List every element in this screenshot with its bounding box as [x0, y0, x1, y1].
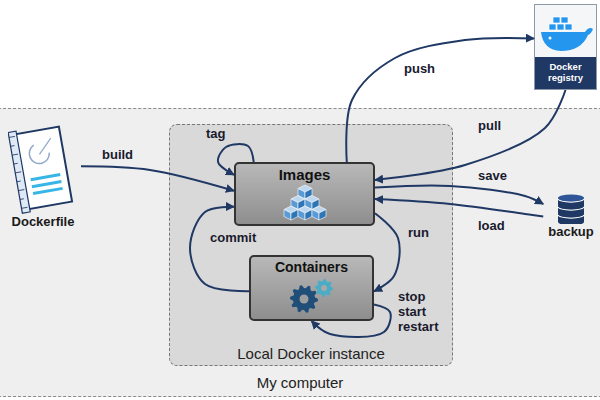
ruler-tick	[17, 181, 21, 183]
docker-whale-icon	[535, 5, 596, 57]
whale-container	[557, 24, 564, 30]
flow-arrow	[375, 199, 543, 216]
image-cubes-icon	[275, 183, 335, 223]
cube-left	[284, 210, 291, 221]
ruler-tick	[14, 163, 18, 165]
containers-box: Containers	[249, 255, 374, 321]
command-label: commit	[210, 231, 256, 246]
cube-right	[291, 210, 298, 221]
command-label: push	[404, 62, 435, 77]
cube-right	[319, 210, 326, 221]
flow-arrow	[375, 90, 566, 180]
node-label: Containers	[275, 259, 348, 275]
whale-eye	[549, 37, 552, 40]
cube-left	[312, 210, 319, 221]
gear-hole	[321, 285, 327, 291]
whale-container	[553, 17, 560, 23]
registry-box: Docker registry	[534, 4, 597, 90]
whale-container	[561, 17, 568, 23]
images-box: Images	[234, 162, 375, 226]
command-label: load	[478, 219, 505, 234]
command-label: pull	[478, 119, 501, 134]
flow-arrow	[375, 186, 543, 204]
ruler-tick	[15, 172, 21, 173]
gear	[315, 279, 333, 297]
ruler-tick	[20, 198, 24, 200]
flow-arrow	[346, 38, 534, 162]
command-label: stop start restart	[398, 290, 438, 335]
node-label: My computer	[257, 374, 344, 391]
dockerfile-icon: Dockerfile	[5, 115, 81, 229]
whale-body	[541, 28, 593, 51]
host-region: My computer DockerfileLocal Docker instan…	[0, 108, 600, 397]
database-icon	[555, 194, 587, 224]
sketch-line	[37, 138, 53, 154]
disk-rim	[558, 211, 584, 218]
whale-container	[565, 24, 572, 30]
flow-arrow	[190, 207, 249, 292]
gear-hole	[299, 295, 308, 304]
node-label: Docker registry	[535, 57, 596, 89]
disk-rim	[558, 219, 584, 225]
flow-arrow	[374, 213, 400, 291]
gears-icon	[277, 275, 347, 317]
ruler-tick	[11, 145, 15, 147]
disk-top	[558, 195, 584, 202]
node-label: backup	[548, 224, 594, 239]
text-line	[32, 180, 62, 188]
cube-left	[298, 210, 305, 221]
flow-arrow	[81, 166, 234, 191]
ruler-tick	[18, 190, 24, 191]
cube-right	[305, 210, 312, 221]
text-line	[30, 173, 60, 181]
disk-rim	[558, 203, 584, 210]
icon-holder	[555, 194, 587, 224]
command-label: save	[478, 169, 507, 184]
ruler-tick	[22, 207, 28, 208]
flow-arrow	[312, 305, 391, 338]
command-label: run	[408, 226, 429, 241]
node-label: Dockerfile	[12, 214, 75, 229]
command-label: tag	[206, 127, 226, 142]
node-label: Local Docker instance	[237, 345, 385, 362]
ruler	[8, 131, 30, 213]
icon-holder	[8, 124, 78, 214]
gear	[290, 285, 318, 313]
dockerfile-drawing	[8, 124, 78, 214]
command-label: build	[102, 148, 133, 163]
icon-holder	[535, 5, 596, 57]
ruler-tick	[9, 136, 15, 137]
whale-container	[549, 24, 556, 30]
text-line	[33, 187, 63, 195]
ruler-tick	[12, 154, 18, 155]
node-label: Images	[279, 166, 331, 183]
backup-icon: backup	[543, 189, 599, 239]
flow-arrow	[218, 144, 254, 175]
